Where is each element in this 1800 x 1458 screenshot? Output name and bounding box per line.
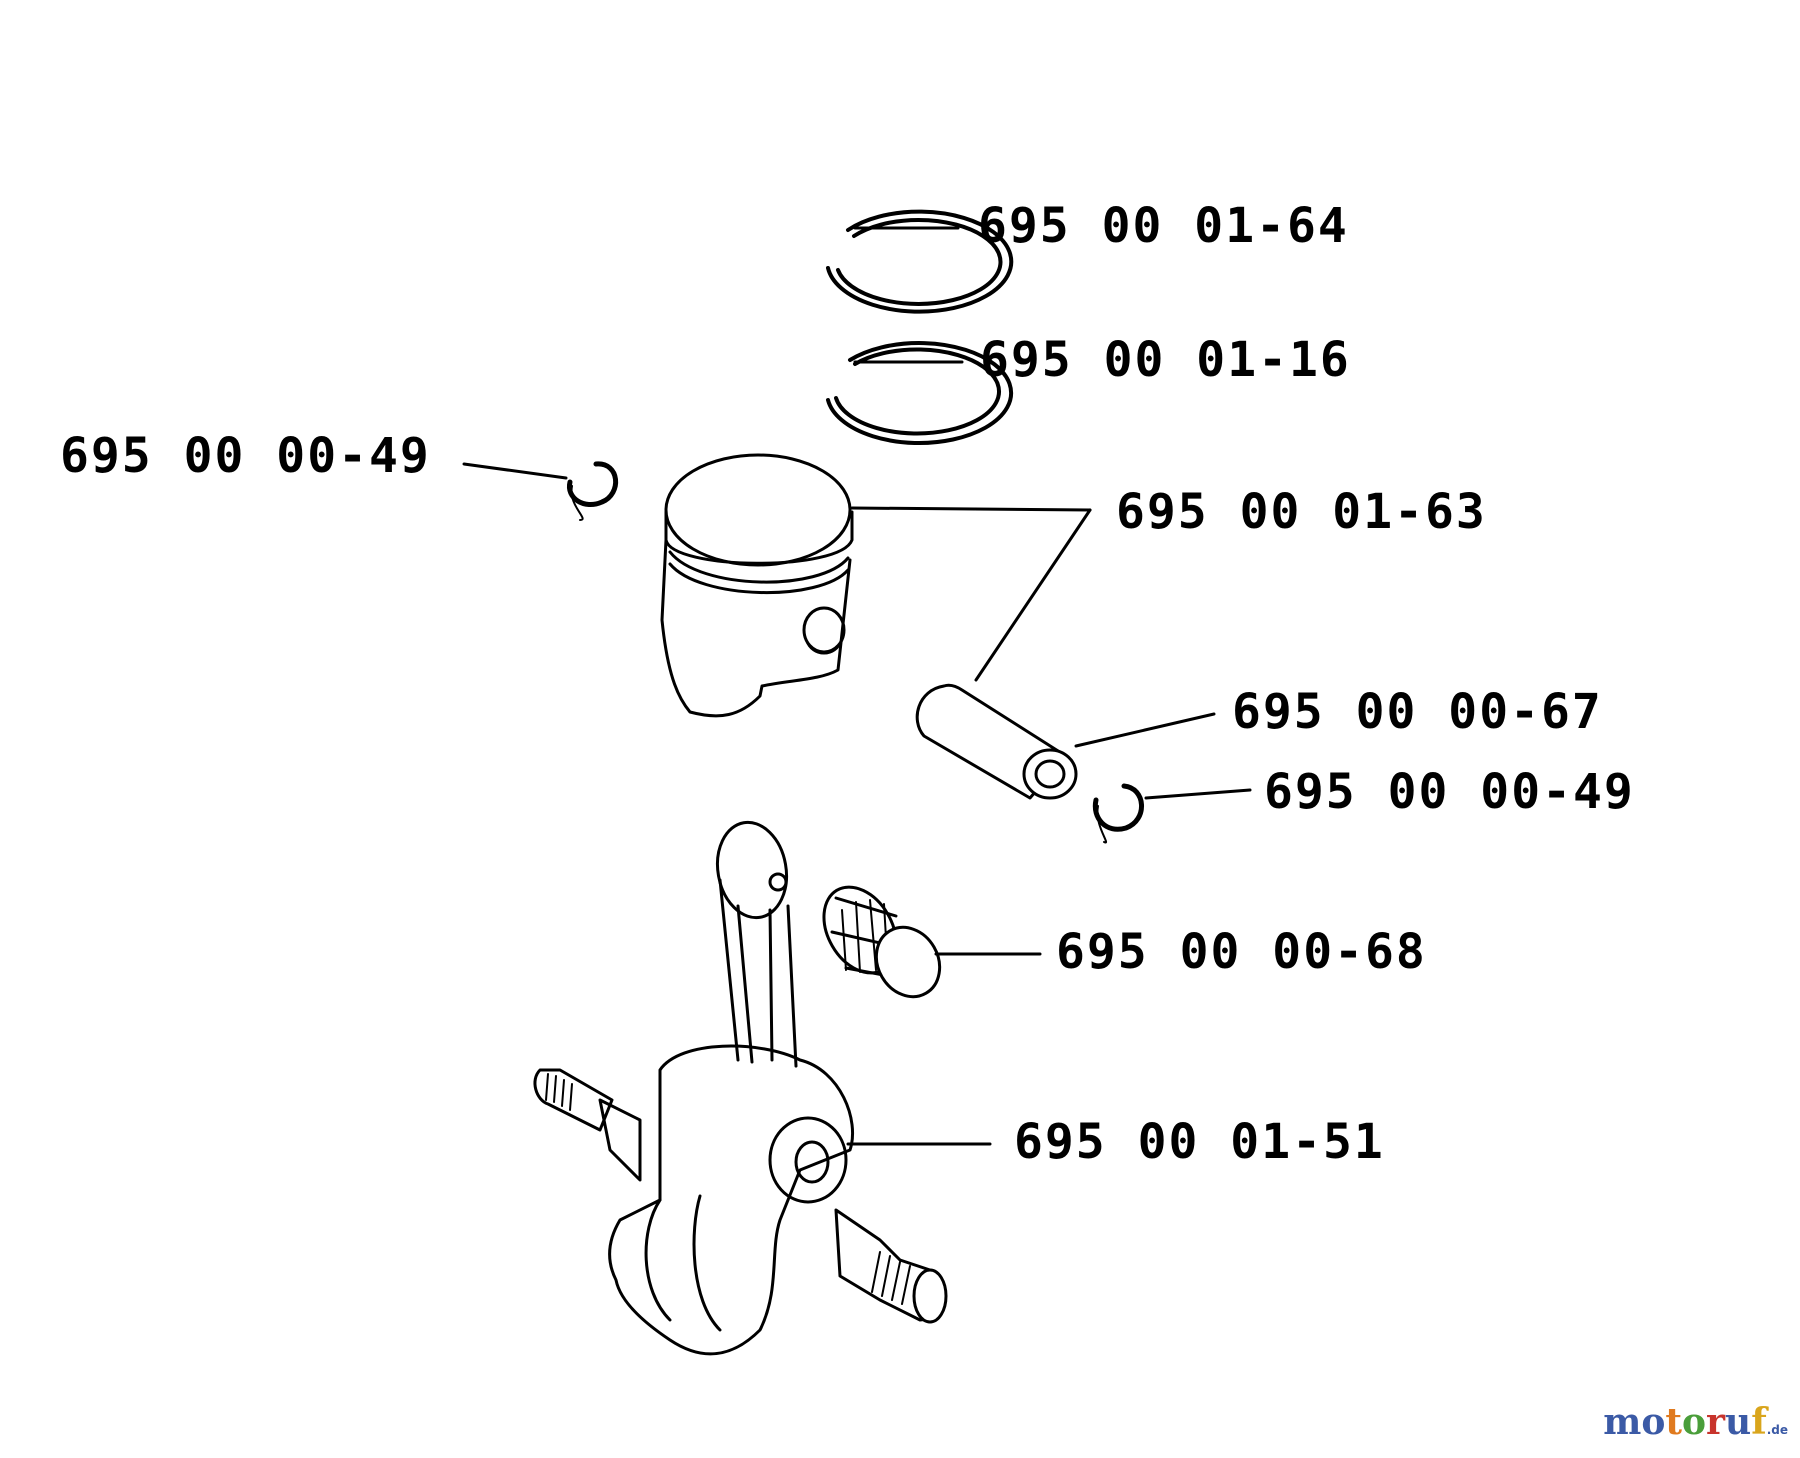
watermark-suffix: .de bbox=[1766, 1423, 1788, 1437]
circlip-right-drawing bbox=[1092, 783, 1252, 844]
watermark-letter: u bbox=[1725, 1401, 1752, 1443]
part-number-circlip-left: 695 00 00-49 bbox=[60, 428, 431, 484]
watermark-letter: o bbox=[1641, 1401, 1666, 1443]
part-number-needle-bearing: 695 00 00-68 bbox=[1056, 924, 1427, 980]
part-number-circlip-right: 695 00 00-49 bbox=[1264, 764, 1635, 820]
piston-drawing bbox=[660, 453, 1092, 718]
part-number-piston: 695 00 01-63 bbox=[1116, 484, 1487, 540]
brand-watermark: motoruf.de bbox=[1603, 1401, 1788, 1443]
piston-ring-top-drawing bbox=[826, 209, 1014, 314]
watermark-letter: t bbox=[1665, 1401, 1683, 1443]
crankshaft-drawing bbox=[533, 820, 992, 1356]
watermark-letter: o bbox=[1682, 1401, 1707, 1443]
needle-bearing-drawing bbox=[822, 885, 1042, 999]
circlip-left-drawing bbox=[462, 461, 619, 521]
part-number-piston-ring-second: 695 00 01-16 bbox=[980, 332, 1351, 388]
part-number-crankshaft: 695 00 01-51 bbox=[1014, 1114, 1385, 1170]
part-number-piston-ring-top: 695 00 01-64 bbox=[978, 198, 1349, 254]
piston-ring-second-drawing bbox=[826, 341, 1014, 445]
watermark-letter: m bbox=[1603, 1401, 1642, 1443]
watermark-letter: f bbox=[1751, 1401, 1767, 1443]
piston-pin-drawing bbox=[915, 683, 1216, 800]
part-number-piston-pin: 695 00 00-67 bbox=[1232, 684, 1603, 740]
watermark-letter: r bbox=[1706, 1401, 1726, 1443]
